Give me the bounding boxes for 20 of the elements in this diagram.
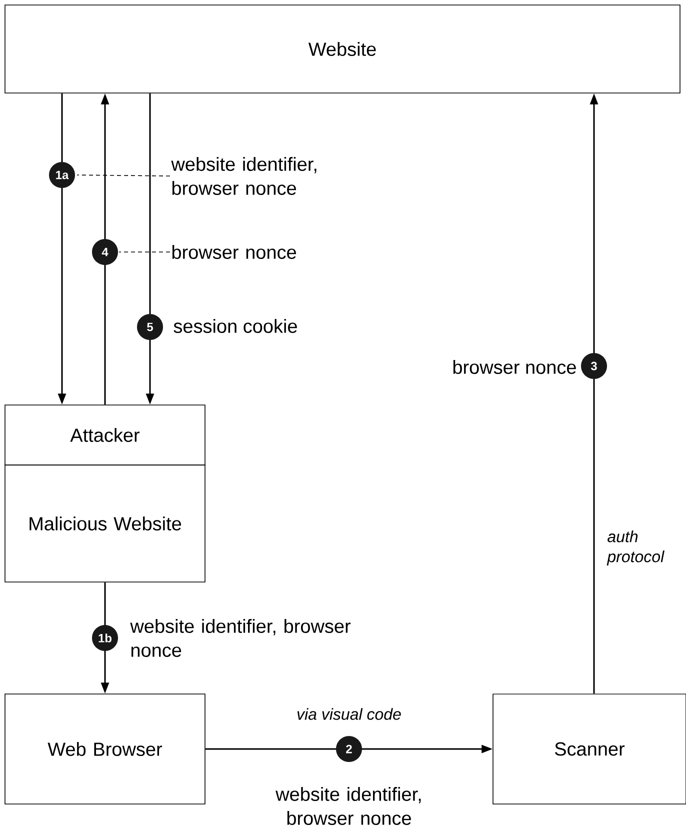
step-badge: 4	[92, 239, 118, 265]
process-box: Web Browser	[4, 694, 206, 804]
step-badge: 5	[137, 314, 163, 340]
process-box: Scanner	[492, 694, 686, 804]
process-box: Attacker	[4, 404, 206, 466]
annotation-text: session cookie	[174, 319, 297, 333]
step-badge: 2	[336, 736, 362, 762]
annotation-text: website identifier, browser nonce	[171, 157, 316, 195]
process-box: Malicious Website	[4, 464, 206, 582]
annotation-text: via visual code	[297, 708, 401, 720]
step-badge: 1b	[92, 625, 118, 651]
step-badge: 1a	[49, 162, 75, 188]
annotation-text: auth protocol	[606, 530, 664, 566]
step-badge: 3	[581, 353, 607, 379]
annotation-text: browser nonce	[172, 245, 296, 259]
annotation-text: website identifier, browser nonce	[276, 787, 421, 825]
leader-line	[76, 174, 170, 176]
annotation-text: browser nonce	[453, 360, 576, 374]
annotation-text: website identifier, browser nonce	[130, 619, 351, 657]
process-box: Website	[4, 4, 680, 94]
